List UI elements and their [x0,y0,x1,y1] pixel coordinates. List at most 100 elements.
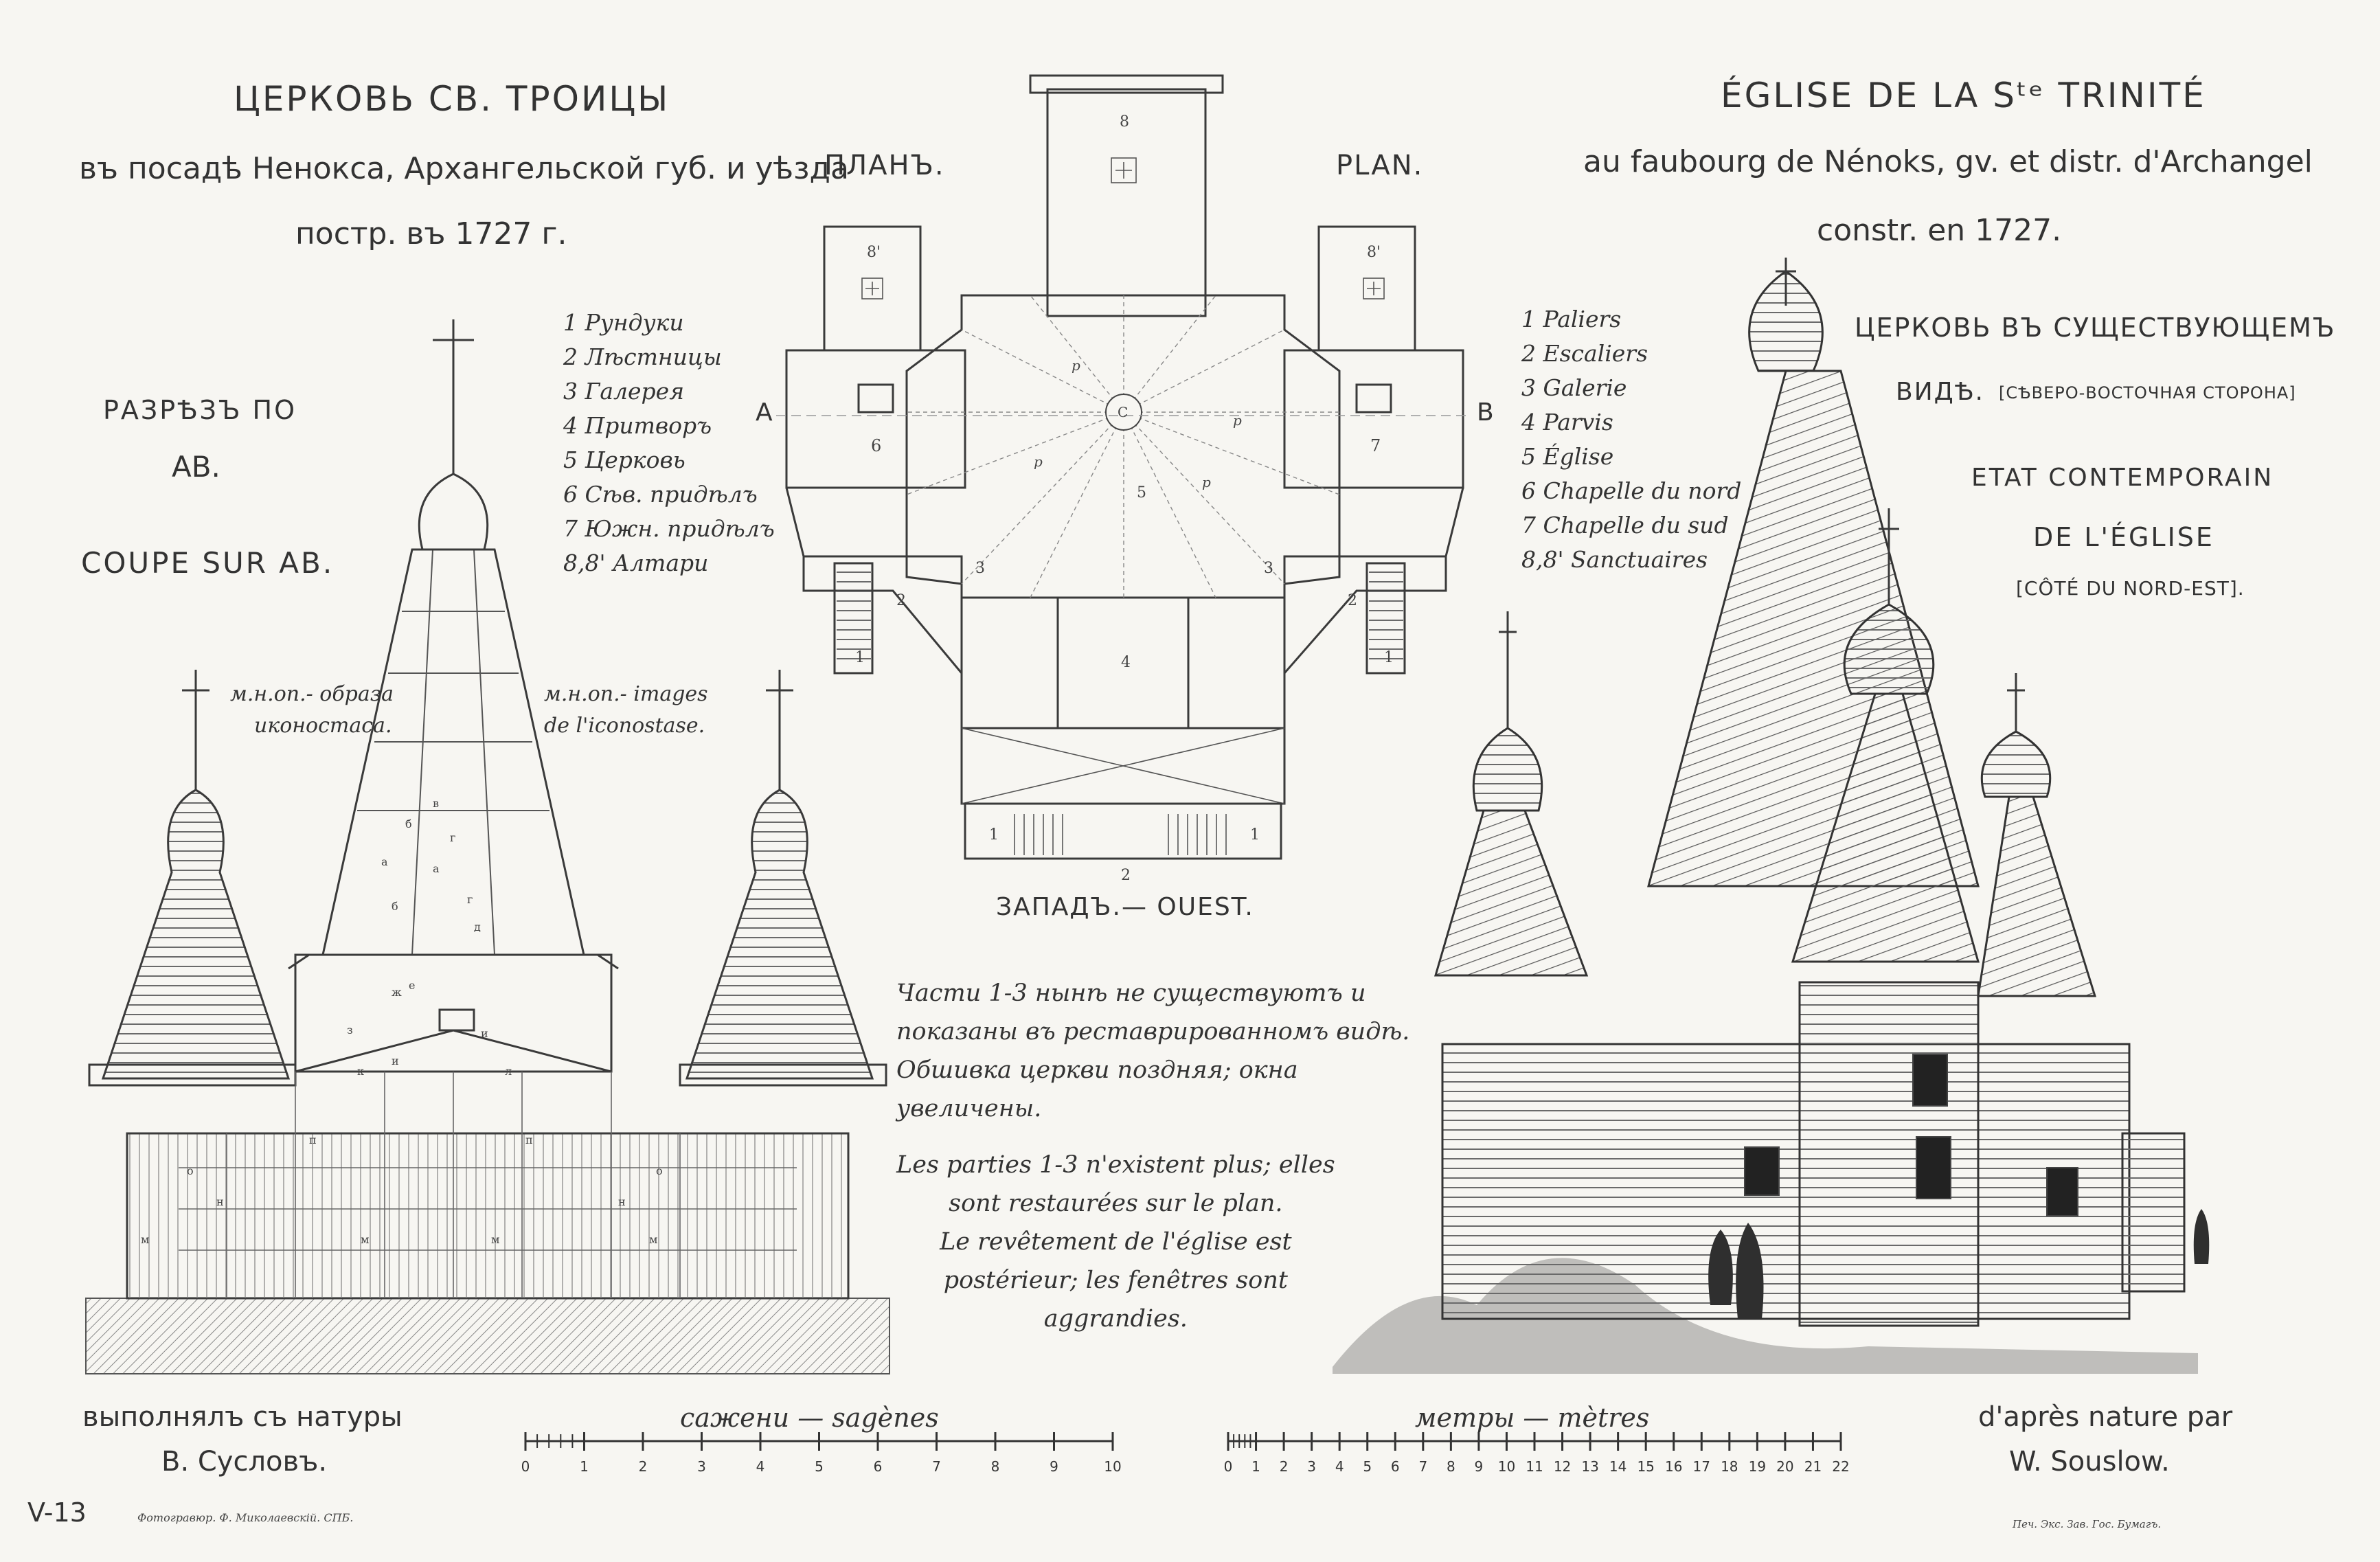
title-fr-line3: constr. en 1727. [1817,213,2062,248]
room-label: 6 [871,436,882,455]
scale-tick-label: 2 [639,1458,648,1475]
room-label: 7 [1370,436,1381,455]
scale-tick-label: 1 [1251,1458,1260,1475]
room-label: 2 [1348,592,1357,609]
scale-tick-label: 9 [1475,1458,1484,1475]
legend-ru-item: 4 Притворъ [563,412,712,439]
scale-tick-label: 2 [1280,1458,1289,1475]
scale-tick-label: 7 [932,1458,941,1475]
scale-tick-label: 22 [1832,1458,1849,1475]
room-label: 3 [975,560,985,577]
legend-fr-item: 2 Escaliers [1521,340,1648,367]
section-letter: п [525,1133,533,1146]
title-ru-line1: ЦЕРКОВЬ СВ. ТРОИЦЫ [234,79,670,119]
room-label: 1 [855,649,865,666]
legend-fr-item: 8,8' Sanctuaires [1521,546,1708,573]
view-title-ru: ЦЕРКОВЬ ВЪ СУЩЕСТВУЮЩЕМЪ [1855,313,2336,343]
view-side-fr: [CÔTÉ DU NORD-EST]. [2016,577,2245,600]
room-label: p [1202,474,1211,490]
legend-ru-item: 1 Рундуки [563,309,684,336]
section-letter: г [467,893,473,906]
credit-ru-line2: В. Сусловъ. [161,1446,328,1478]
section-letter: ж [392,986,402,999]
iconostasis-note-fr: м.н.оп.- images de l'iconostase. [544,682,708,738]
room-label: p [1034,453,1043,470]
perspective-view [1333,258,2210,1374]
scale-tick-label: 3 [1307,1458,1316,1475]
title-fr-line1: ÉGLISE DE LA Sᵗᵉ TRINITÉ [1721,76,2206,115]
notes-ru: Части 1-3 нынѣ не существуютъ и показаны… [896,980,1410,1122]
room-label: 4 [1121,654,1131,671]
legend-ru-item: 2 Лѣстницы [563,343,722,370]
section-label-ru: РАЗРѢЗЪ ПО [103,395,297,425]
plan-label-ru: ПЛАНЪ. [824,150,945,181]
plan-label-fr: PLAN. [1336,150,1424,181]
legend-ru-item: 5 Церковь [563,446,685,473]
scale-tick-label: 3 [697,1458,706,1475]
scale-tick-label: 5 [1363,1458,1372,1475]
legend-ru-item: 7 Южн. придѣлъ [563,515,775,542]
legend-fr-item: 4 Parvis [1521,409,1613,435]
view-side-ru: [СѢВЕРО-ВОСТОЧНАЯ СТОРОНА] [1999,383,2296,403]
section-letter: о [187,1164,194,1177]
notes-fr: Les parties 1-3 n'existent plus; elles s… [896,1151,1335,1333]
section-letter: з [347,1023,353,1037]
scale-tick-label: 9 [1050,1458,1058,1475]
title-fr-line2: au faubourg de Nénoks, gv. et distr. d'A… [1583,144,2313,179]
photo-credit: Фотогравюр. Ф. Миколаевскiй. СПБ. [137,1511,354,1524]
scale-tick-label: 4 [1335,1458,1344,1475]
section-letter: е [409,979,416,992]
scale-meter-label: метры — mètres [1415,1403,1650,1433]
section-letter: м [361,1233,370,1246]
section-letter: н [618,1195,626,1208]
section-letter: а [381,855,388,868]
section-letter: м [491,1233,500,1246]
scale-tick-label: 15 [1637,1458,1654,1475]
section-letter: н [216,1195,224,1208]
room-label: 2 [896,592,906,609]
legend-ru-item: 8,8' Алтари [563,550,709,576]
section-letter: б [405,817,412,830]
section-letter: м [649,1233,658,1246]
section-letter: о [656,1164,663,1177]
room-label: p [1233,412,1242,429]
section-letter: а [433,862,440,875]
legend-ru-item: 3 Галерея [563,378,685,405]
scale-sazhen-label: сажени — sagènes [680,1403,939,1433]
plan-west-label: ЗАПАДЪ.— OUEST. [996,893,1254,921]
scale-tick-label: 8 [991,1458,1000,1475]
scale-tick-label: 1 [580,1458,589,1475]
scale-tick-label: 6 [1391,1458,1400,1475]
scale-tick-label: 0 [1224,1458,1233,1475]
view-title-fr-2: DE L'ÉGLISE [2033,522,2214,552]
room-label: 5 [1137,484,1146,501]
scale-tick-label: 20 [1776,1458,1793,1475]
section-letter: и [392,1054,399,1067]
scale-tick-label: 17 [1693,1458,1710,1475]
section-label-fr: COUPE SUR AB. [81,546,335,580]
room-label: 8' [1367,244,1381,261]
scale-tick-label: 12 [1554,1458,1571,1475]
scale-tick-label: 11 [1526,1458,1543,1475]
room-label: 3 [1264,560,1273,577]
scale-tick-label: 10 [1498,1458,1515,1475]
room-label: p [1072,357,1080,374]
scale-tick-label: 7 [1418,1458,1427,1475]
scale-tick-label: 21 [1804,1458,1822,1475]
scale-tick-label: 13 [1581,1458,1598,1475]
section-letter: б [392,900,398,913]
plan-center-label: C [1118,404,1129,420]
credit-fr-line2: W. Souslow. [2009,1446,2170,1478]
legend-fr-item: 7 Chapelle du sud [1521,512,1729,539]
scale-tick-label: 18 [1721,1458,1738,1475]
room-label: 1 [989,826,999,844]
section-letter: и [481,1027,488,1040]
credit-fr-line1: d'après nature par [1978,1401,2233,1433]
iconostasis-note-ru: м.н.оп.- образа иконостаса. [230,682,394,738]
section-letter: м [141,1233,150,1246]
legend-fr-item: 3 Galerie [1521,374,1627,401]
legend-fr-item: 6 Chapelle du nord [1521,477,1742,504]
